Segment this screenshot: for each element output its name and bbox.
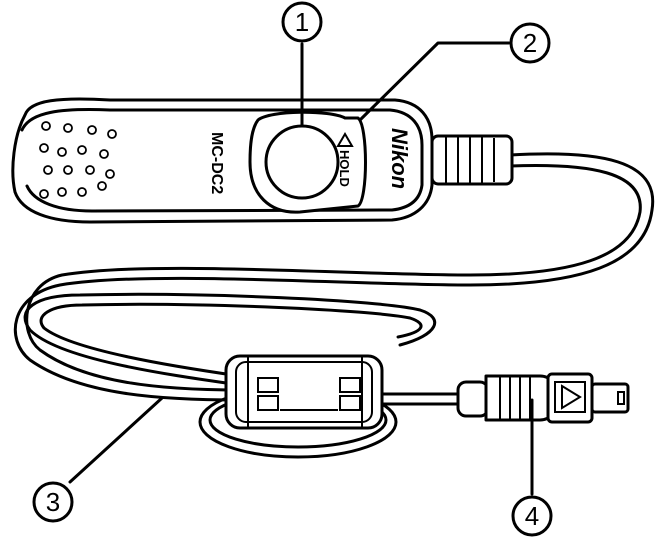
callout-3-label: 3 xyxy=(46,487,60,517)
release-button[interactable] xyxy=(266,126,338,198)
speaker-hole xyxy=(108,130,116,138)
callout-3: 3 xyxy=(34,398,162,521)
speaker-hole xyxy=(44,166,52,174)
connector-plug xyxy=(458,374,628,422)
speaker-hole xyxy=(106,170,114,178)
callout-2-label: 2 xyxy=(523,28,537,58)
speaker-hole xyxy=(86,166,94,174)
speaker-hole xyxy=(78,188,86,196)
ferrite-core xyxy=(226,356,382,428)
speaker-hole xyxy=(40,190,48,198)
speaker-hole xyxy=(58,148,66,156)
speaker-hole xyxy=(58,188,66,196)
strain-relief xyxy=(432,136,512,184)
speaker-hole xyxy=(64,166,72,174)
speaker-hole xyxy=(40,144,48,152)
speaker-hole xyxy=(98,182,106,190)
remote-body: MC-DC2 HOLD Nikon xyxy=(13,99,512,222)
speaker-hole xyxy=(100,150,108,158)
speaker-hole xyxy=(78,146,86,154)
hold-lock[interactable]: HOLD xyxy=(337,134,352,187)
model-label: MC-DC2 xyxy=(208,132,225,194)
callout-4-label: 4 xyxy=(525,501,539,531)
brand-logo: Nikon xyxy=(387,128,412,189)
speaker-hole xyxy=(64,124,72,132)
callout-1-label: 1 xyxy=(295,7,309,37)
hold-label: HOLD xyxy=(337,150,352,187)
speaker-hole xyxy=(88,126,96,134)
speaker-hole xyxy=(42,122,50,130)
